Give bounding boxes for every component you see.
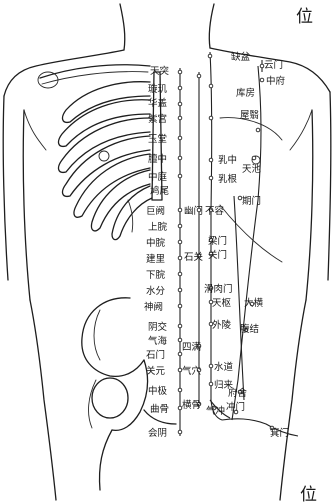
label-qimen: 期门: [242, 195, 261, 207]
label-shiguan: 石关: [184, 251, 204, 263]
acupoint-marker: [178, 102, 182, 106]
acupoint-marker: [178, 136, 182, 140]
acupoint-marker: [178, 156, 182, 160]
label-xiawan: 下脘: [146, 269, 166, 281]
acupoint-marker: [178, 70, 182, 74]
acupoint-marker: [209, 364, 213, 368]
acupoint-marker: [209, 84, 213, 88]
acupoint-marker: [209, 382, 213, 386]
label-zhongji: 中极: [148, 385, 168, 397]
label-juque: 巨阙: [146, 206, 165, 217]
label-shimen: 石门: [146, 349, 165, 361]
acupoint-marker: [178, 208, 182, 212]
acupoint-marker: [197, 74, 201, 78]
meridian-lines: [180, 52, 298, 436]
acupoint-marker: [256, 128, 260, 132]
label-zhongfu: 中府: [266, 75, 286, 87]
acupoint-marker: [178, 288, 182, 292]
label-huaroumen: 滑肉门: [204, 283, 233, 295]
label-daheng: 大横: [244, 297, 264, 309]
acupoint-marker: [178, 430, 182, 434]
label-wuyi: 屋翳: [240, 110, 259, 121]
label-yutang: 玉堂: [148, 133, 167, 145]
label-yunmen: 云门: [264, 59, 283, 71]
label-burong: 不容: [205, 205, 225, 217]
label-liangmen: 梁门: [208, 235, 227, 247]
label-yinjiao: 阴交: [148, 321, 168, 333]
label-zigong: 紫宫: [148, 113, 167, 125]
label-shuidao: 水道: [214, 361, 234, 373]
acupoint-marker: [178, 240, 182, 244]
acupoint-marker: [209, 158, 213, 162]
label-rugen: 乳根: [218, 173, 238, 185]
label-guanmen: 关门: [208, 249, 227, 261]
label-tiantu: 天突: [150, 65, 170, 77]
acupoint-marker: [209, 116, 213, 120]
acupoint-marker: [178, 224, 182, 228]
label-zhongting: 中庭: [148, 171, 168, 183]
label-qixue: 气穴: [182, 365, 202, 377]
label-shifen: 水分: [146, 285, 166, 297]
acupoint-marker: [209, 176, 213, 180]
label-tianshu: 天枢: [212, 297, 232, 309]
label-ruzhong: 乳中: [218, 154, 237, 166]
acupoint-marker: [178, 174, 182, 178]
label-tianchi: 天池: [242, 163, 262, 175]
acupoint-marker: [178, 256, 182, 260]
label-fujie: 腹结: [240, 323, 259, 335]
acupoint-marker: [260, 78, 264, 82]
acupoint-marker: [178, 86, 182, 90]
label-jiuwei: 鸠尾: [150, 185, 169, 197]
title-fragment: 位: [296, 7, 313, 27]
label-qichong: 气冲: [206, 405, 225, 417]
label-kufang: 库房: [236, 87, 255, 99]
rib-cage: [38, 65, 162, 240]
label-huagai: 华盖: [148, 97, 168, 109]
acupoint-marker: [208, 54, 212, 58]
acupoint-marker: [178, 116, 182, 120]
label-wailing: 外陵: [212, 319, 232, 331]
label-fushe: 府舍: [228, 387, 248, 399]
label-xuanji: 璇玑: [148, 83, 168, 95]
acupoint-marker: [178, 324, 182, 328]
acupoint-labels: 缺盆 云门 中府 库房 屋翳 乳中 天池 乳根 期门 不容 梁门 关门 滑肉门 …: [144, 51, 289, 439]
label-chongmen: 冲门: [226, 401, 245, 413]
acupoint-marker: [178, 272, 182, 276]
label-quepen: 缺盆: [231, 51, 251, 63]
acupoint-marker: [252, 156, 256, 160]
label-shenque: 神阙: [144, 301, 163, 313]
label-siman: 四满: [182, 342, 202, 353]
label-qihai: 气海: [148, 335, 168, 347]
label-huiyin: 会阴: [148, 427, 167, 439]
label-zhongwan: 中脘: [146, 237, 166, 249]
label-henggu: 横骨: [182, 399, 201, 411]
acupoint-marker: [178, 388, 182, 392]
label-danzhong: 膻中: [148, 153, 167, 165]
label-qugu: 曲骨: [150, 404, 169, 415]
label-shangwan: 上脘: [148, 221, 168, 233]
label-jimai: 箕门: [270, 427, 289, 439]
acupoint-marker: [178, 304, 182, 308]
label-jianli: 建里: [146, 253, 165, 265]
label-youmen: 幽门: [184, 205, 203, 217]
corner-fragment: 位: [300, 485, 317, 502]
label-guanyuan: 关元: [146, 365, 166, 377]
